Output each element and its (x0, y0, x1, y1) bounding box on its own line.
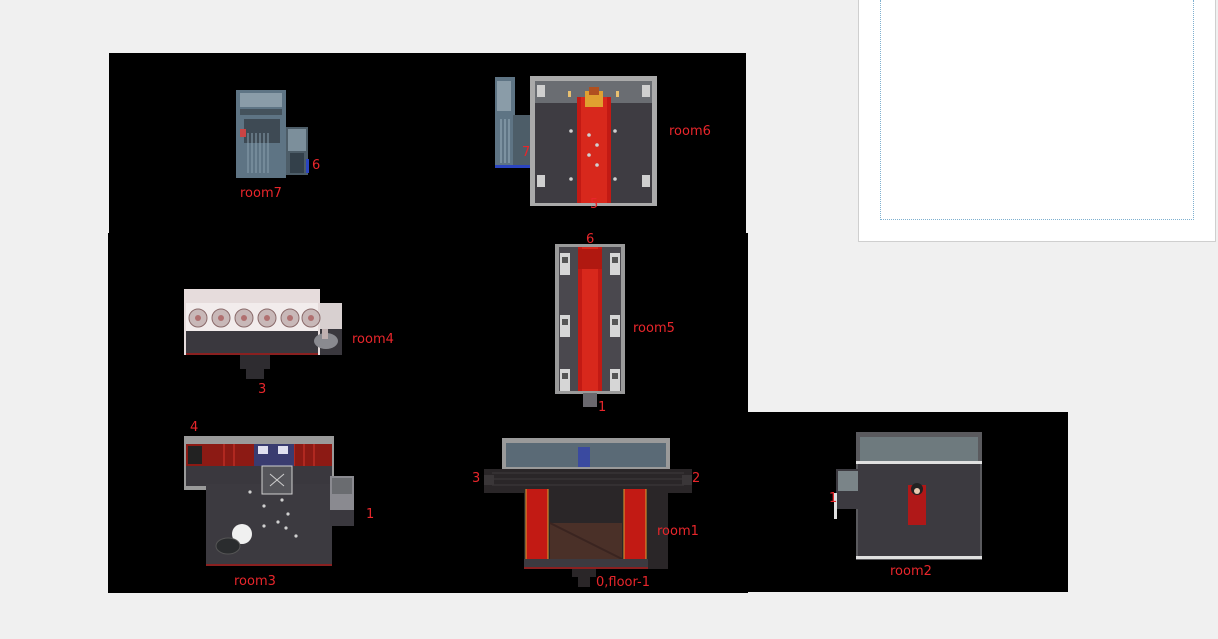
room4-tile[interactable] (184, 289, 344, 381)
room3-tile[interactable] (184, 436, 356, 568)
room6-tile[interactable] (493, 75, 659, 209)
room4-label: room4 (352, 333, 394, 347)
room1-tile[interactable] (484, 437, 692, 589)
room6-exit-5: 5 (590, 198, 598, 212)
room2-label: room2 (890, 565, 932, 579)
room3-label: room3 (234, 575, 276, 589)
room7-exit-6: 6 (312, 159, 320, 173)
room3-exit-4: 4 (190, 421, 198, 435)
room6-exit-7: 7 (522, 146, 530, 160)
room1-label: room1 (657, 525, 699, 539)
room2-exit-1: 1 (829, 492, 837, 506)
room6-label: room6 (669, 125, 711, 139)
room1-exit-2: 2 (692, 472, 700, 486)
room3-exit-1: 1 (366, 508, 374, 522)
room4-exit-3: 3 (258, 383, 266, 397)
room1-exit-3: 3 (472, 472, 480, 486)
room7-label: room7 (240, 187, 282, 201)
room5-exit-1: 1 (598, 401, 606, 415)
room7-tile[interactable] (234, 89, 310, 181)
room5-label: room5 (633, 322, 675, 336)
side-panel (858, 0, 1216, 242)
room1-exit-0-floor: 0,floor-1 (596, 576, 650, 590)
room5-tile[interactable] (554, 243, 626, 409)
side-panel-frame (880, 0, 1194, 220)
room2-tile[interactable] (834, 431, 984, 563)
